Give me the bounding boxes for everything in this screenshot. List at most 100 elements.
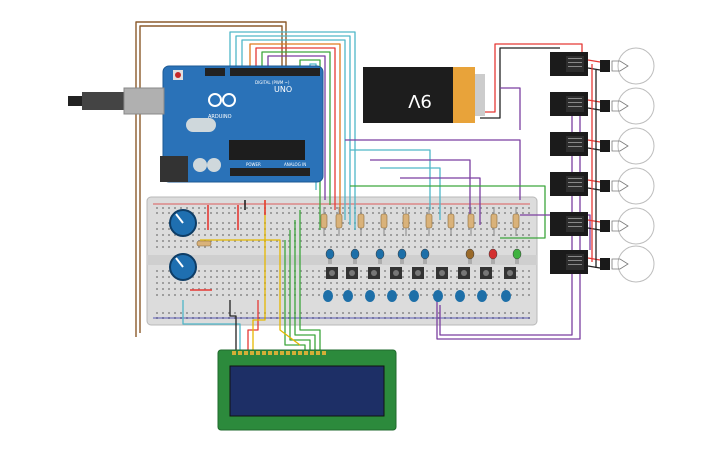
wire	[284, 240, 306, 350]
potentiometer-bottom	[169, 253, 197, 281]
button-cap	[343, 290, 353, 302]
button-cap	[387, 290, 397, 302]
resistor	[425, 213, 433, 229]
wire	[587, 139, 601, 143]
arduino-brand-label: UNO	[274, 85, 292, 94]
wire	[587, 187, 601, 191]
wire	[587, 59, 601, 63]
lcd-pin	[262, 351, 266, 355]
bulb-socket	[600, 140, 610, 152]
button-cap	[365, 290, 375, 302]
wire	[182, 300, 241, 350]
arduino-uno: UNO ARDUINO DIGITAL (PWM ~) POWER ANALOG…	[160, 65, 324, 183]
resistor	[402, 213, 410, 229]
wire	[350, 149, 431, 210]
wire	[267, 55, 326, 200]
wire	[299, 210, 321, 350]
wire	[587, 107, 601, 111]
lcd-pin	[250, 351, 254, 355]
led	[397, 248, 407, 260]
lcd-pin	[292, 351, 296, 355]
lcd-pin	[322, 351, 326, 355]
battery-9v: 9V	[363, 67, 485, 123]
light-bulbs	[587, 47, 655, 283]
potentiometer-top	[169, 209, 197, 237]
led	[350, 248, 360, 260]
resistor	[512, 213, 520, 229]
wire	[380, 167, 441, 220]
wire	[587, 219, 601, 223]
lcd-pin	[286, 351, 290, 355]
battery-label: 9V	[407, 90, 431, 111]
wire	[252, 200, 266, 350]
wire	[587, 257, 601, 261]
wire	[249, 43, 341, 215]
wire	[587, 99, 601, 103]
lcd-pin	[274, 351, 278, 355]
wire	[587, 179, 601, 183]
wire	[261, 51, 331, 205]
button-cap	[501, 290, 511, 302]
wire	[200, 239, 301, 346]
light-bulb	[617, 167, 655, 205]
wire	[587, 265, 601, 269]
light-bulb	[617, 245, 655, 283]
wire	[289, 230, 311, 350]
arduino-sub-label: ARDUINO	[208, 114, 232, 120]
wire	[229, 300, 237, 350]
wire	[520, 214, 591, 250]
arduino-analog-label: ANALOG IN	[284, 162, 306, 167]
light-bulb	[617, 207, 655, 245]
wire	[587, 147, 601, 151]
lcd-pin	[304, 351, 308, 355]
led	[325, 248, 335, 260]
relays	[550, 52, 588, 274]
light-bulb	[617, 87, 655, 125]
bulb-socket	[600, 258, 610, 270]
wire	[370, 159, 471, 215]
resistors	[196, 207, 520, 247]
resistor	[335, 213, 343, 229]
wire	[345, 139, 521, 200]
wire	[229, 31, 356, 230]
resistor	[320, 213, 328, 229]
resistor	[380, 213, 388, 229]
wire	[400, 177, 481, 225]
lcd-pin	[298, 351, 302, 355]
bulb-socket	[600, 220, 610, 232]
resistor	[467, 213, 475, 229]
button-cap	[455, 290, 465, 302]
wire	[485, 43, 583, 113]
wire	[587, 227, 601, 231]
arduino-digital-label: DIGITAL (PWM ~)	[255, 80, 290, 85]
bulb-socket	[600, 180, 610, 192]
leds	[325, 248, 522, 264]
wire	[587, 67, 601, 71]
led	[512, 248, 522, 260]
bulb-socket	[600, 60, 610, 72]
led	[420, 248, 430, 260]
usb-cable	[68, 87, 165, 115]
button-cap	[433, 290, 443, 302]
lcd-pin	[280, 351, 284, 355]
pushbuttons	[323, 267, 516, 302]
light-bulb	[617, 127, 655, 165]
lcd-pin	[310, 351, 314, 355]
light-bulb	[617, 47, 655, 85]
resistor	[357, 213, 365, 229]
button-cap	[409, 290, 419, 302]
wire	[241, 39, 346, 220]
lcd-pin	[232, 351, 236, 355]
wire	[255, 47, 336, 210]
wire	[480, 47, 560, 119]
button-cap	[323, 290, 333, 302]
bulb-socket	[600, 100, 610, 112]
wire	[235, 35, 351, 225]
resistor	[490, 213, 498, 229]
button-cap	[477, 290, 487, 302]
led	[375, 248, 385, 260]
lcd-pin	[268, 351, 272, 355]
lcd-pin	[244, 351, 248, 355]
lcd-pin	[256, 351, 260, 355]
